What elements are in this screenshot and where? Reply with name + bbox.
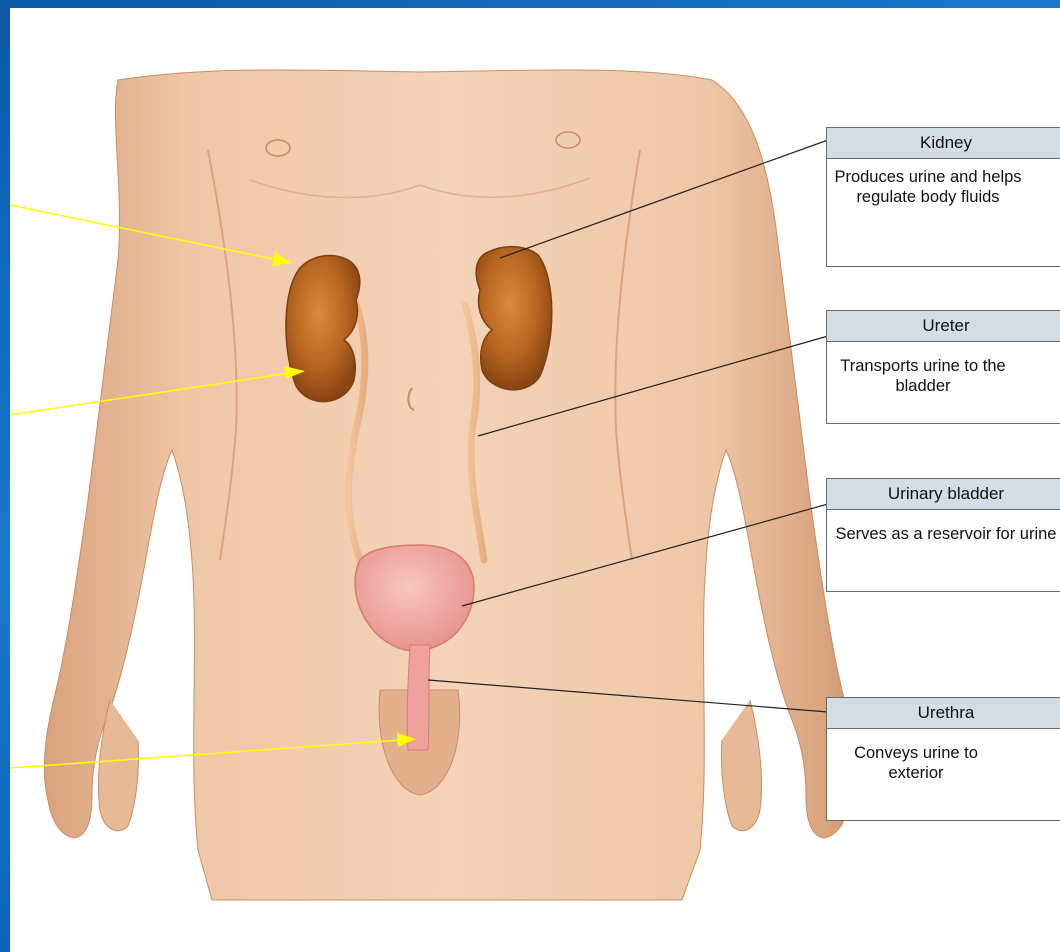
urinary-bladder-title: Urinary bladder [827,479,1060,510]
urethra-description: Conveys urine to exterior [827,729,1060,783]
ureter-title: Ureter [827,311,1060,342]
kidney-label-box: Kidney Produces urine and helps regulate… [826,127,1060,267]
urethra [407,645,430,750]
urinary-bladder-label-box: Urinary bladder Serves as a reservoir fo… [826,478,1060,592]
right-hand [721,700,761,831]
ureter-label-box: Ureter Transports urine to the bladder [826,310,1060,424]
ureter-description: Transports urine to the bladder [827,342,1060,396]
urinary-bladder-description: Serves as a reservoir for urine [827,510,1060,544]
right-kidney [476,247,552,390]
kidney-title: Kidney [827,128,1060,159]
urethra-label-box: Urethra Conveys urine to exterior [826,697,1060,821]
kidney-description: Produces urine and helps regulate body f… [827,159,1060,207]
left-kidney [286,256,360,402]
urethra-title: Urethra [827,698,1060,729]
